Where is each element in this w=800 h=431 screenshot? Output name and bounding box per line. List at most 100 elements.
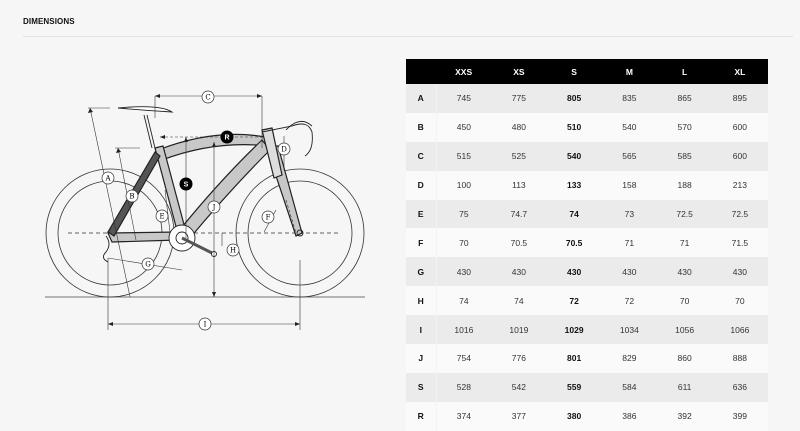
table-cell: 380 — [546, 401, 602, 431]
column-header-blank — [406, 59, 436, 84]
row-label: C — [406, 141, 437, 171]
table-cell: 374 — [436, 401, 492, 431]
table-cell: 865 — [657, 84, 713, 113]
table-cell: 100 — [436, 170, 492, 200]
table-cell: 386 — [601, 401, 657, 431]
table-cell: 1029 — [546, 315, 602, 345]
svg-text:S: S — [184, 182, 189, 189]
column-header-xxs: XXS — [436, 59, 492, 84]
table-cell: 213 — [712, 170, 768, 200]
table-cell: 829 — [601, 344, 657, 373]
table-cell: 1016 — [436, 315, 492, 345]
table-cell: 73 — [601, 199, 657, 229]
column-header-l: L — [657, 59, 713, 84]
table-cell: 392 — [657, 401, 713, 431]
bike-geometry-diagram: C A B R S D E J F H G I — [45, 90, 365, 331]
table-cell: 510 — [546, 112, 602, 142]
row-label: H — [406, 286, 437, 316]
svg-text:I: I — [204, 321, 207, 329]
svg-text:E: E — [159, 213, 164, 221]
svg-text:C: C — [205, 94, 210, 102]
svg-text:R: R — [224, 135, 229, 142]
row-label: J — [406, 344, 437, 373]
table-cell: 600 — [712, 141, 768, 171]
table-cell: 71 — [657, 228, 713, 258]
svg-text:H: H — [230, 247, 236, 255]
table-cell: 71 — [601, 228, 657, 258]
table-cell: 430 — [601, 257, 657, 287]
table-cell: 585 — [657, 141, 713, 171]
table-cell: 430 — [546, 257, 602, 287]
dimension-labels: C A B R S D E J F H G I — [101, 90, 291, 331]
table-cell: 1019 — [491, 315, 547, 345]
row-label: A — [406, 84, 437, 113]
table-cell: 72 — [601, 286, 657, 316]
label-r-marker: R — [220, 130, 234, 144]
row-label: G — [406, 257, 437, 287]
svg-text:D: D — [281, 146, 287, 154]
label-h-marker: H — [226, 243, 240, 257]
table-cell: 70 — [712, 286, 768, 316]
table-cell: 540 — [546, 141, 602, 171]
table-cell: 584 — [601, 372, 657, 402]
table-cell: 133 — [546, 170, 602, 200]
column-header-xs: XS — [491, 59, 547, 84]
svg-text:G: G — [145, 261, 151, 269]
label-j-marker: J — [207, 200, 221, 214]
table-cell: 72.5 — [712, 199, 768, 229]
table-cell: 70.5 — [491, 228, 547, 258]
row-label: I — [406, 315, 437, 345]
table-cell: 70 — [436, 228, 492, 258]
label-s-marker: S — [179, 177, 193, 191]
table-cell: 480 — [491, 112, 547, 142]
table-cell: 1066 — [712, 315, 768, 345]
svg-text:B: B — [129, 193, 134, 201]
section-title: DIMENSIONS — [23, 17, 75, 26]
table-cell: 570 — [657, 112, 713, 142]
table-cell: 745 — [436, 84, 492, 113]
table-cell: 1056 — [657, 315, 713, 345]
label-b-marker: B — [125, 189, 139, 203]
table-cell: 540 — [601, 112, 657, 142]
row-label: R — [406, 401, 437, 431]
label-c-marker: C — [201, 90, 215, 104]
table-cell: 113 — [491, 170, 547, 200]
frame — [107, 127, 303, 243]
table-cell: 776 — [491, 344, 547, 373]
table-cell: 188 — [657, 170, 713, 200]
table-cell: 430 — [712, 257, 768, 287]
column-header-xl: XL — [712, 59, 768, 84]
table-cell: 636 — [712, 372, 768, 402]
row-label: F — [406, 228, 437, 258]
table-cell: 430 — [436, 257, 492, 287]
table-cell: 835 — [601, 84, 657, 113]
table-cell: 450 — [436, 112, 492, 142]
table-cell: 611 — [657, 372, 713, 402]
label-e-marker: E — [155, 209, 169, 223]
label-g-marker: G — [141, 257, 155, 271]
row-label: D — [406, 170, 437, 200]
label-d-marker: D — [277, 142, 291, 156]
table-cell: 805 — [546, 84, 602, 113]
table-cell: 72 — [546, 286, 602, 316]
table-cell: 71.5 — [712, 228, 768, 258]
table-cell: 542 — [491, 372, 547, 402]
label-f-marker: F — [261, 210, 275, 224]
table-cell: 74.7 — [491, 199, 547, 229]
row-label: B — [406, 112, 437, 142]
row-label: S — [406, 372, 437, 402]
table-cell: 74 — [491, 286, 547, 316]
table-cell: 75 — [436, 199, 492, 229]
table-cell: 565 — [601, 141, 657, 171]
table-cell: 888 — [712, 344, 768, 373]
svg-text:J: J — [212, 204, 216, 212]
